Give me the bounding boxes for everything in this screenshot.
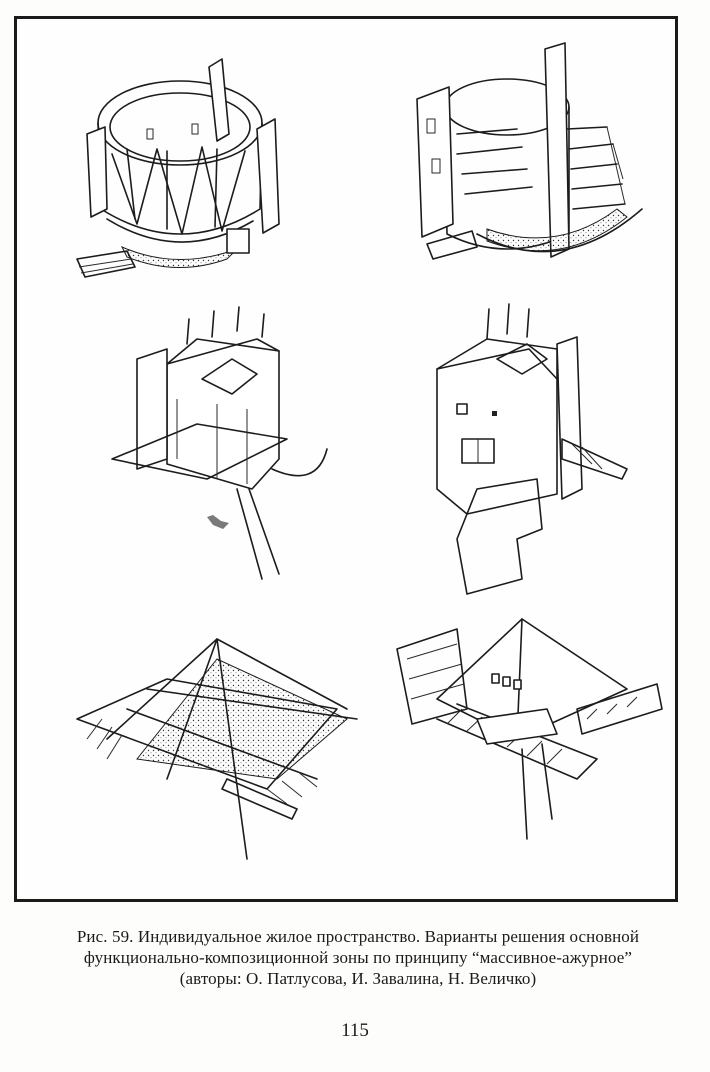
architectural-sketches: [76, 42, 663, 860]
sketch-pyramid-spokes: [76, 638, 358, 860]
page-number: 115: [341, 1020, 369, 1041]
caption-line-2: функционально-композиционной зоны по при…: [83, 948, 633, 967]
sketch-cylinder-stairs: [416, 42, 643, 260]
caption-line-3: (авторы: О. Патлусова, И. Завалина, Н. В…: [179, 969, 537, 988]
caption-line-1: Рис. 59. Индивидуальное жилое пространст…: [76, 927, 640, 946]
sketch-cylinder-open: [76, 58, 280, 278]
sketch-cube-windows: [436, 303, 628, 595]
figure-frame: [14, 16, 678, 902]
sketch-cube-frame: [111, 306, 328, 580]
sketch-pyramid-trusses: [396, 618, 663, 840]
figure-caption: Рис. 59. Индивидуальное жилое пространст…: [20, 926, 696, 989]
